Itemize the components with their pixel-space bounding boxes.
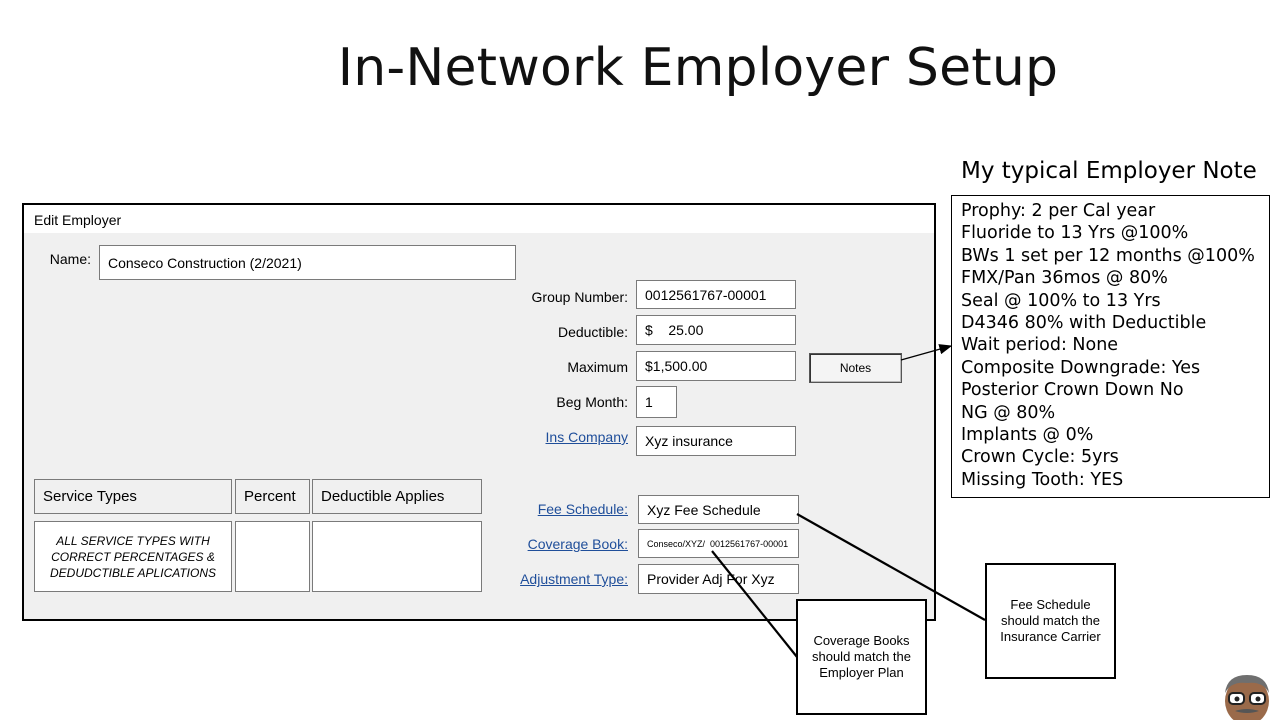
ins-company-link[interactable]: Ins Company xyxy=(545,429,628,445)
slide-title: In-Network Employer Setup xyxy=(337,38,1059,98)
note-line: BWs 1 set per 12 months @100% xyxy=(961,245,1255,266)
deductible-field[interactable]: $ 25.00 xyxy=(636,315,796,345)
fee-schedule-field[interactable]: Xyz Fee Schedule xyxy=(638,495,799,524)
service-types-header: Service Types xyxy=(34,479,232,514)
note-line: Composite Downgrade: Yes xyxy=(961,357,1201,378)
ins-company-field[interactable]: Xyz insurance xyxy=(636,426,796,456)
maximum-field[interactable]: $1,500.00 xyxy=(636,351,796,381)
coverage-books-callout: Coverage Books should match the Employer… xyxy=(796,599,927,715)
service-types-cell: ALL SERVICE TYPES WITH CORRECT PERCENTAG… xyxy=(34,521,232,592)
adjustment-type-link[interactable]: Adjustment Type: xyxy=(520,571,628,587)
fee-schedule-link[interactable]: Fee Schedule: xyxy=(537,501,628,517)
note-line: D4346 80% with Deductible xyxy=(961,313,1207,334)
edit-employer-dialog: Edit Employer Name: Conseco Construction… xyxy=(22,203,936,621)
maximum-label: Maximum xyxy=(567,359,628,375)
notes-button[interactable]: Notes xyxy=(809,353,902,383)
deductible-applies-cell xyxy=(312,521,482,592)
percent-header: Percent xyxy=(235,479,310,514)
note-line: Posterior Crown Down No xyxy=(961,380,1184,401)
dialog-title: Edit Employer xyxy=(34,212,122,228)
adjustment-type-field[interactable]: Provider Adj For Xyz xyxy=(638,564,799,594)
coverage-book-link[interactable]: Coverage Book: xyxy=(527,536,628,552)
employer-note-box: Prophy: 2 per Cal year Fluoride to 13 Yr… xyxy=(951,195,1270,498)
note-line: Fluoride to 13 Yrs @100% xyxy=(961,223,1189,244)
note-line: Prophy: 2 per Cal year xyxy=(961,201,1156,221)
note-line: Missing Tooth: YES xyxy=(961,469,1124,490)
coverage-book-field[interactable]: Conseco/XYZ/ 0012561767-00001 xyxy=(638,529,799,558)
note-line: NG @ 80% xyxy=(961,402,1056,423)
percent-cell xyxy=(235,521,310,592)
beg-month-field[interactable]: 1 xyxy=(636,386,677,418)
name-field[interactable]: Conseco Construction (2/2021) xyxy=(99,245,516,280)
deductible-label: Deductible: xyxy=(557,324,628,340)
group-number-field[interactable]: 0012561767-00001 xyxy=(636,280,796,309)
note-line: FMX/Pan 36mos @ 80% xyxy=(961,268,1168,289)
fee-schedule-callout: Fee Schedule should match the Insurance … xyxy=(985,563,1116,679)
group-number-label: Group Number: xyxy=(531,289,628,305)
beg-month-label: Beg Month: xyxy=(556,394,628,410)
note-heading: My typical Employer Note xyxy=(961,158,1257,184)
avatar-icon xyxy=(1225,675,1269,720)
deductible-applies-header: Deductible Applies xyxy=(312,479,482,514)
note-line: Crown Cycle: 5yrs xyxy=(961,447,1119,468)
name-label: Name: xyxy=(49,251,91,267)
note-line: Wait period: None xyxy=(961,335,1119,356)
note-line: Implants @ 0% xyxy=(961,425,1094,446)
note-line: Seal @ 100% to 13 Yrs xyxy=(961,290,1161,311)
dialog-titlebar: Edit Employer xyxy=(24,205,934,233)
